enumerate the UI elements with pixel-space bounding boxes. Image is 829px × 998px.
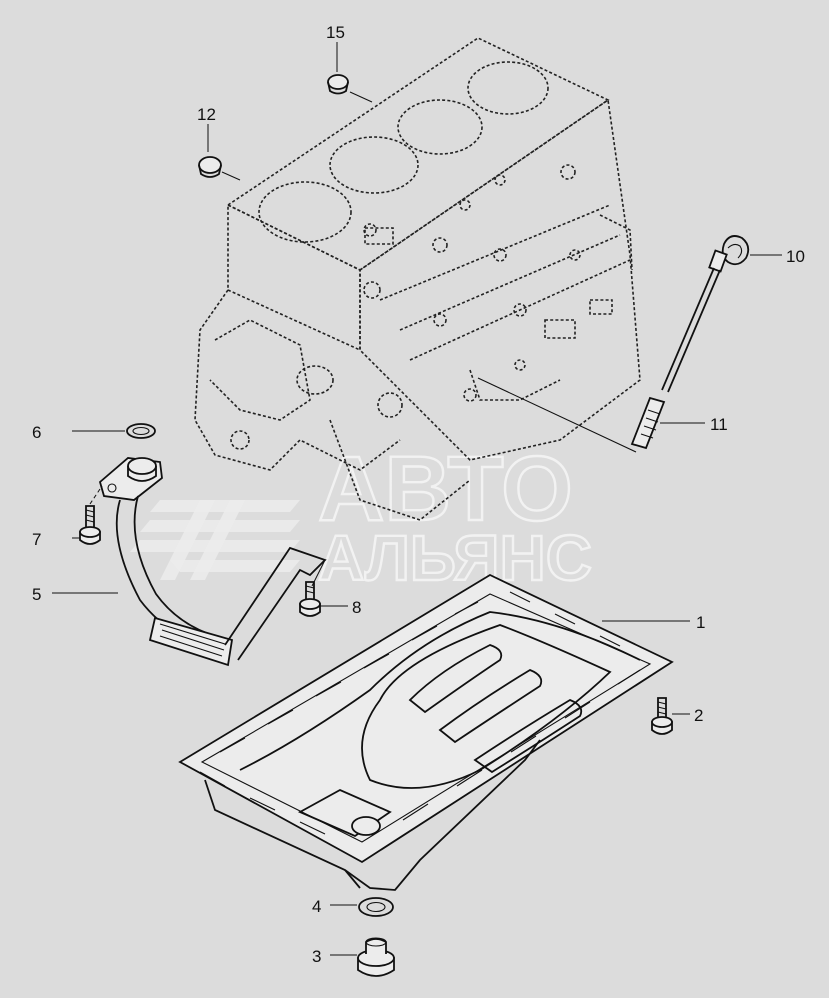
callout-5: 5 [32,585,41,604]
part-7-bolt [79,485,103,545]
part-8-bolt [299,581,321,617]
callout-8: 8 [352,598,361,617]
part-3-drain-plug [357,937,395,977]
part-2-oil-pan-bolt [651,697,673,735]
part-6-strainer-gasket [126,423,156,439]
part-15-cup-plug [327,74,373,103]
callout-2: 2 [694,706,703,725]
part-5-oil-strainer-pickup-tube [98,457,327,667]
watermark-logo: АВТО АЛЬЯНС [130,437,593,595]
callout-4: 4 [312,897,321,916]
watermark-line2: АЛЬЯНС [318,522,592,594]
leader-lines [52,42,782,956]
part-12-cup-plug [198,156,241,181]
part-10-oil-dipstick [661,235,750,393]
callout-11: 11 [710,415,728,434]
callout-10: 10 [786,247,805,266]
part-4-drain-washer [358,897,394,917]
callout-labels: 1 2 3 4 5 6 7 8 10 11 12 15 [32,23,805,966]
callout-6: 6 [32,423,41,442]
callout-15: 15 [326,23,345,42]
watermark-line1: АВТО [318,438,573,540]
part-1-oil-pan [178,573,674,891]
callout-7: 7 [32,530,41,549]
part-11-dipstick-guide-tube [477,377,666,453]
watermark-stripes-icon [130,500,300,580]
callout-3: 3 [312,947,321,966]
callout-12: 12 [197,105,216,124]
engine-block-phantom [194,37,641,521]
callout-1: 1 [696,613,705,632]
